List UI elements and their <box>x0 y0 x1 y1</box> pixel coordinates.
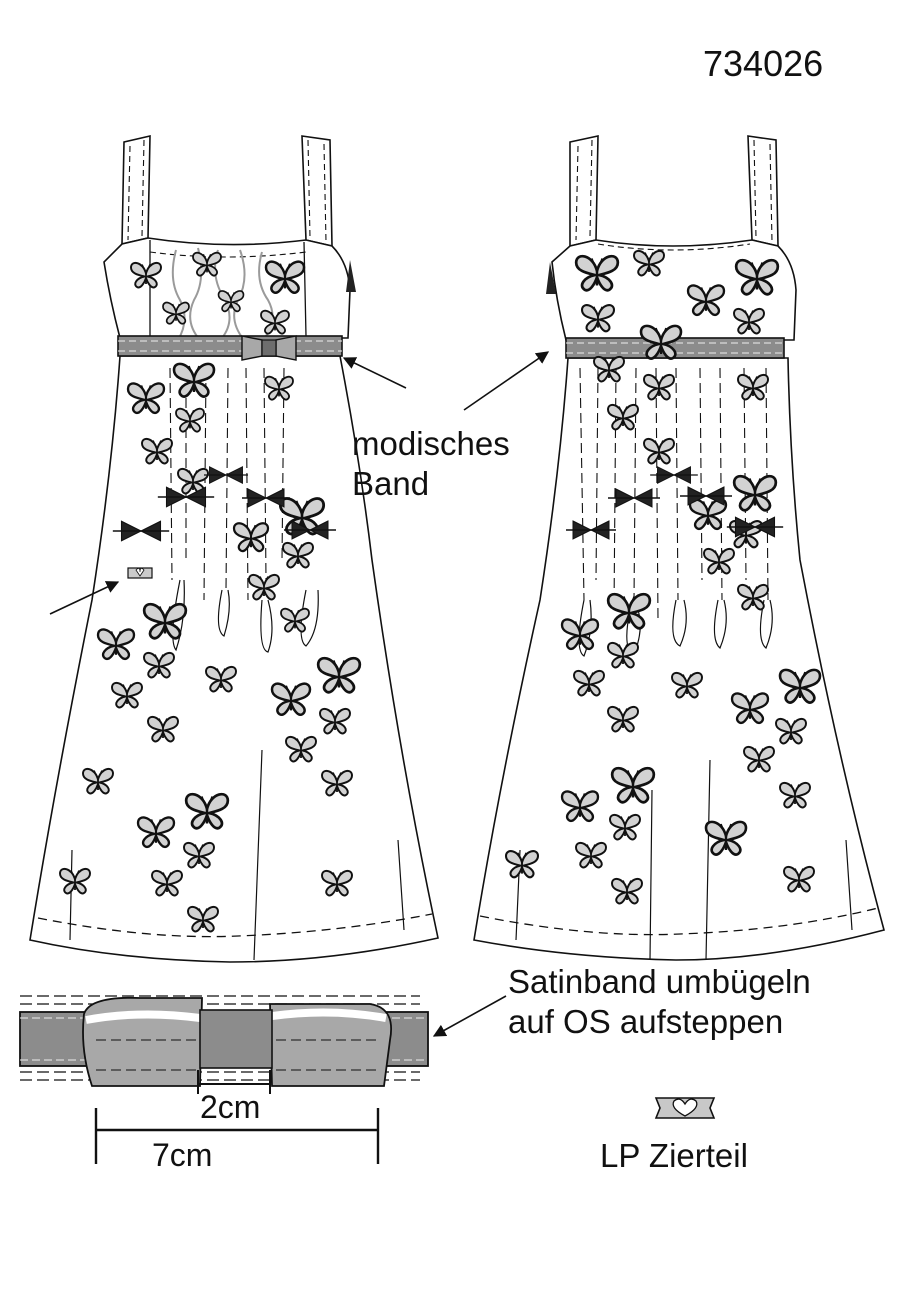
ornament-pointer-arrow <box>49 581 120 615</box>
dress-back-view <box>473 135 885 961</box>
left-strap <box>121 134 151 246</box>
heart-ornament-icon <box>127 567 153 579</box>
dimension-7cm-label: 7cm <box>152 1137 213 1173</box>
lp-zierteil-label: LP Zierteil <box>600 1137 748 1174</box>
satin-label-line1: Satinband umbügeln <box>508 963 811 1000</box>
waist-band-left <box>117 335 343 361</box>
right-strap <box>301 135 333 248</box>
right-strap <box>747 135 779 248</box>
band-label-line1: modisches <box>352 425 510 462</box>
dimension-line-7cm <box>94 1108 380 1164</box>
dimension-line-2cm <box>197 1070 271 1094</box>
band-label-line2: Band <box>352 464 430 502</box>
bow-detail <box>19 995 429 1164</box>
article-number: 734026 <box>703 43 824 84</box>
bodice-pointer-right <box>546 262 556 294</box>
lp-ornament-icon <box>654 1097 716 1119</box>
band-pointer-arrow-right <box>463 351 550 411</box>
dimension-2cm-label: 2cm <box>200 1089 261 1125</box>
bodice-pointer-left <box>346 260 356 292</box>
bodice <box>103 237 351 339</box>
satin-label-line2: auf OS aufsteppen <box>508 1002 784 1040</box>
left-strap <box>569 135 599 248</box>
satin-label: Satinband umbügeln auf OS aufsteppen <box>508 962 888 1041</box>
satin-pointer-arrow <box>432 995 507 1037</box>
band-pointer-arrow-left <box>342 357 407 389</box>
bow-knot <box>199 1009 273 1069</box>
bow-loop-right <box>269 1003 392 1087</box>
skirt <box>29 355 439 963</box>
band-label: modisches Band <box>352 424 552 503</box>
dress-front-view <box>29 134 439 963</box>
